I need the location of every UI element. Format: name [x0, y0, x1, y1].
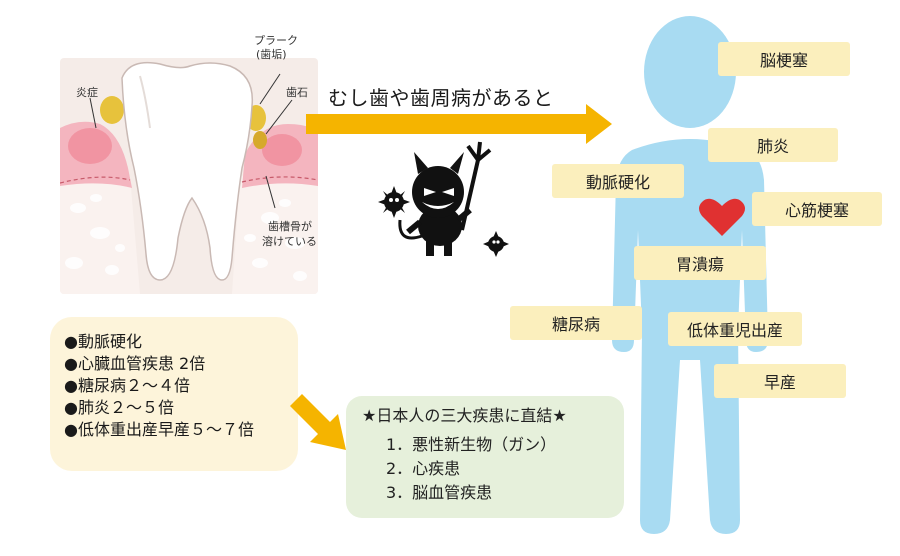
risk-stat-item: ●低体重出産早産５～７倍	[64, 420, 254, 439]
risk-stat-item: ●動脈硬化	[64, 332, 142, 351]
major-diseases-box: ★日本人の三大疾患に直結★ 1．悪性新生物（ガン） 2．心疾患 3．脳血管疾患	[346, 396, 624, 518]
major-diseases-title: ★日本人の三大疾患に直結★	[362, 406, 567, 425]
organ-label-myocardial: 心筋梗塞	[752, 192, 882, 226]
organ-label-stroke: 脳梗塞	[718, 42, 850, 76]
right-arrow-icon	[306, 104, 612, 144]
diagonal-arrow-icon	[290, 394, 346, 450]
organ-label-lowweight: 低体重児出産	[668, 312, 802, 346]
risk-stat-item: ●肺炎２～５倍	[64, 398, 174, 417]
major-disease-item: 1．悪性新生物（ガン）	[386, 435, 557, 454]
devil-germ-icon	[378, 141, 509, 257]
organ-label-diabetes: 糖尿病	[510, 306, 642, 340]
organ-label-ulcer: 胃潰瘍	[634, 246, 766, 280]
heart-icon	[699, 198, 745, 236]
organ-label-pneumonia: 肺炎	[708, 128, 838, 162]
plaque-label-line2: (歯垢)	[256, 48, 287, 61]
bone-label-line2: 溶けている	[262, 235, 317, 248]
major-disease-item: 3．脳血管疾患	[386, 483, 493, 502]
risk-stat-item: ●糖尿病２～４倍	[64, 376, 190, 395]
tartar-label: 歯石	[286, 86, 308, 99]
organ-label-arteriosclerosis: 動脈硬化	[552, 164, 684, 198]
inflammation-label: 炎症	[76, 86, 98, 99]
headline: むし歯や歯周病があると	[328, 86, 554, 110]
plaque-label-line1: プラーク	[254, 34, 298, 47]
risk-stat-item: ●心臓血管疾患 2倍	[64, 354, 206, 373]
organ-label-premature: 早産	[714, 364, 846, 398]
tooth-illustration	[60, 58, 318, 294]
tooth-cross-section	[60, 58, 318, 294]
major-disease-item: 2．心疾患	[386, 459, 461, 478]
risk-stats-box: ●動脈硬化 ●心臓血管疾患 2倍 ●糖尿病２～４倍 ●肺炎２～５倍 ●低体重出産…	[50, 317, 298, 471]
bone-label-line1: 歯槽骨が	[268, 220, 312, 233]
